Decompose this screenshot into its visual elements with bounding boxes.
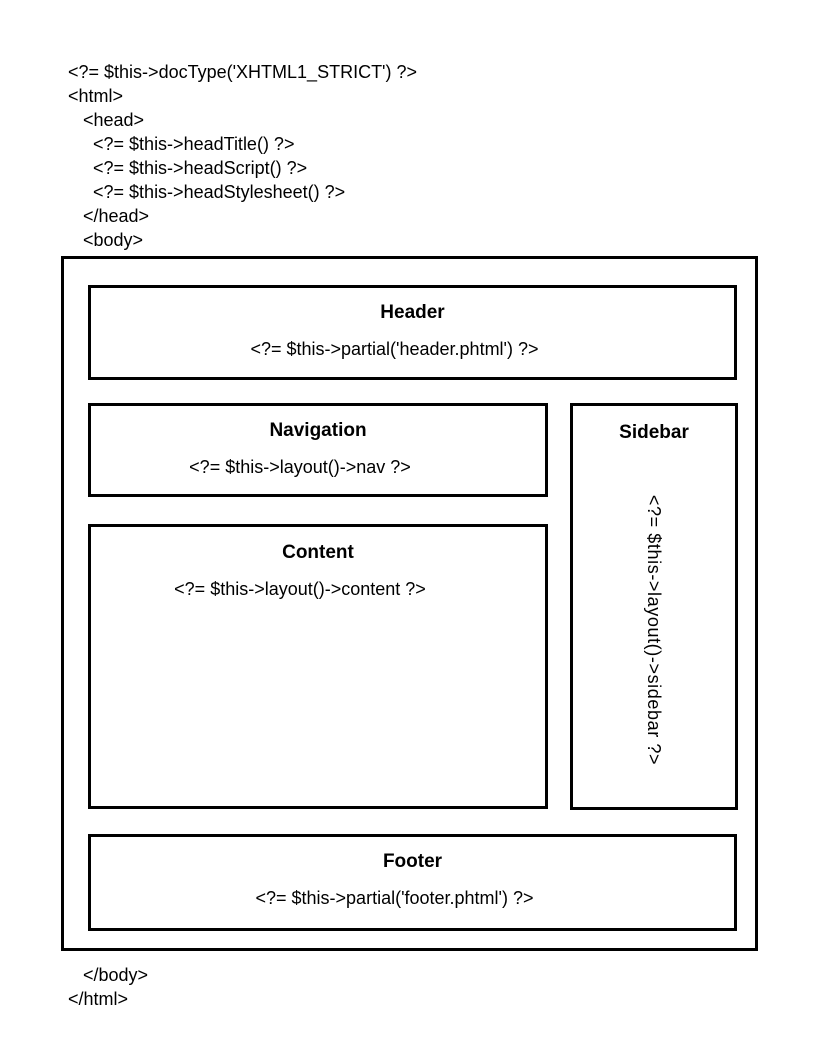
region-sidebar-title: Sidebar bbox=[619, 422, 689, 443]
region-header-code: <?= $this->partial('header.phtml') ?> bbox=[250, 339, 539, 359]
region-footer-title: Footer bbox=[382, 851, 443, 872]
top-code-listing: <?= $this->docType('XHTML1_STRICT') ?> <… bbox=[68, 62, 418, 250]
region-navigation-title: Navigation bbox=[269, 420, 367, 441]
region-footer[interactable]: Footer <?= $this->partial('footer.phtml'… bbox=[88, 834, 737, 931]
body-outline-box: Header <?= $this->partial('header.phtml'… bbox=[61, 256, 758, 951]
region-sidebar[interactable]: Sidebar <?= $this->layout()->sidebar ?> bbox=[570, 403, 738, 810]
bottom-code-listing: </body> </html> bbox=[68, 965, 149, 1009]
region-content-title: Content bbox=[282, 542, 354, 563]
region-content-code: <?= $this->layout()->content ?> bbox=[174, 579, 426, 599]
region-sidebar-code-wrapper: <?= $this->layout()->sidebar ?> bbox=[573, 454, 735, 806]
region-sidebar-code: <?= $this->layout()->sidebar ?> bbox=[644, 494, 664, 766]
region-content[interactable]: Content <?= $this->layout()->content ?> bbox=[88, 524, 548, 809]
region-navigation-code: <?= $this->layout()->nav ?> bbox=[189, 457, 411, 477]
region-header[interactable]: Header <?= $this->partial('header.phtml'… bbox=[88, 285, 737, 380]
region-header-title: Header bbox=[380, 302, 445, 323]
region-navigation[interactable]: Navigation <?= $this->layout()->nav ?> bbox=[88, 403, 548, 497]
region-footer-code: <?= $this->partial('footer.phtml') ?> bbox=[255, 888, 534, 908]
